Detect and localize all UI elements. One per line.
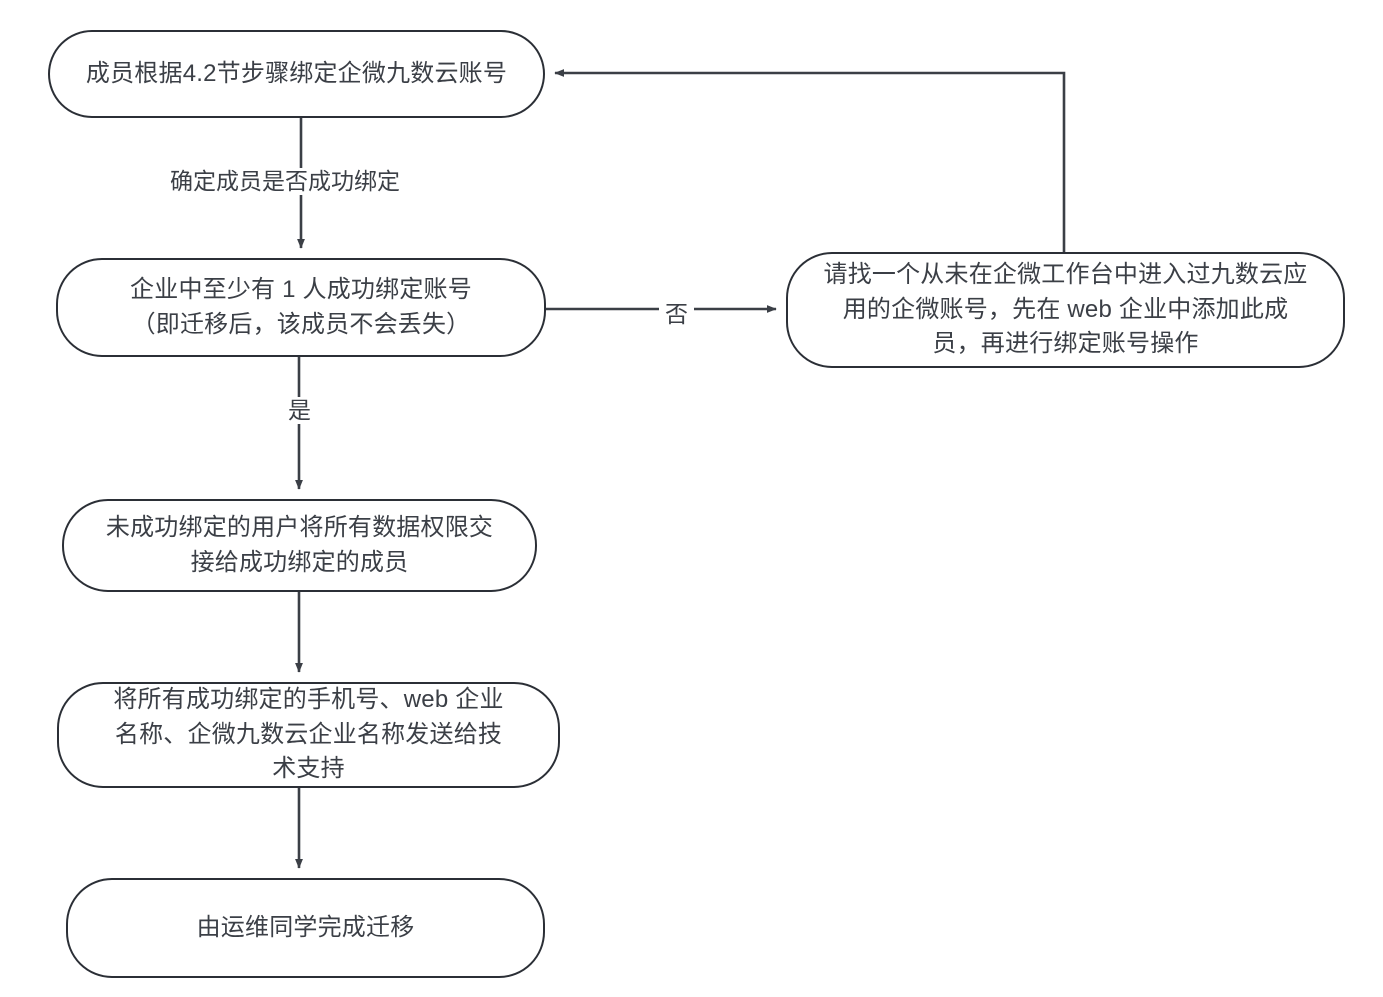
- node-find-unused-account[interactable]: 请找一个从未在企微工作台中进入过九数云应 用的企微账号，先在 web 企业中添加…: [786, 252, 1345, 368]
- node-label: 企业中至少有 1 人成功绑定账号 （即迁移后，该成员不会丢失）: [130, 275, 472, 338]
- node-send-to-support[interactable]: 将所有成功绑定的手机号、web 企业 名称、企微九数云企业名称发送给技 术支持: [57, 682, 560, 788]
- node-at-least-one-bound[interactable]: 企业中至少有 1 人成功绑定账号 （即迁移后，该成员不会丢失）: [56, 258, 546, 357]
- node-bind-account[interactable]: 成员根据4.2节步骤绑定企微九数云账号: [48, 30, 545, 118]
- node-label: 成员根据4.2节步骤绑定企微九数云账号: [85, 59, 508, 87]
- node-label: 未成功绑定的用户将所有数据权限交 接给成功绑定的成员: [105, 513, 494, 576]
- node-label: 由运维同学完成迁移: [196, 913, 415, 941]
- node-transfer-permissions[interactable]: 未成功绑定的用户将所有数据权限交 接给成功绑定的成员: [62, 499, 537, 592]
- edge-n3-n1-feedback: [554, 69, 1066, 252]
- edge-label-confirm-binding: 确定成员是否成功绑定: [164, 168, 406, 195]
- node-ops-complete-migration[interactable]: 由运维同学完成迁移: [66, 878, 545, 978]
- edge-label-no: 否: [659, 301, 694, 328]
- edge-label-yes: 是: [282, 397, 317, 424]
- node-label: 将所有成功绑定的手机号、web 企业 名称、企微九数云企业名称发送给技 术支持: [113, 685, 504, 783]
- node-label: 请找一个从未在企微工作台中进入过九数云应 用的企微账号，先在 web 企业中添加…: [823, 260, 1308, 358]
